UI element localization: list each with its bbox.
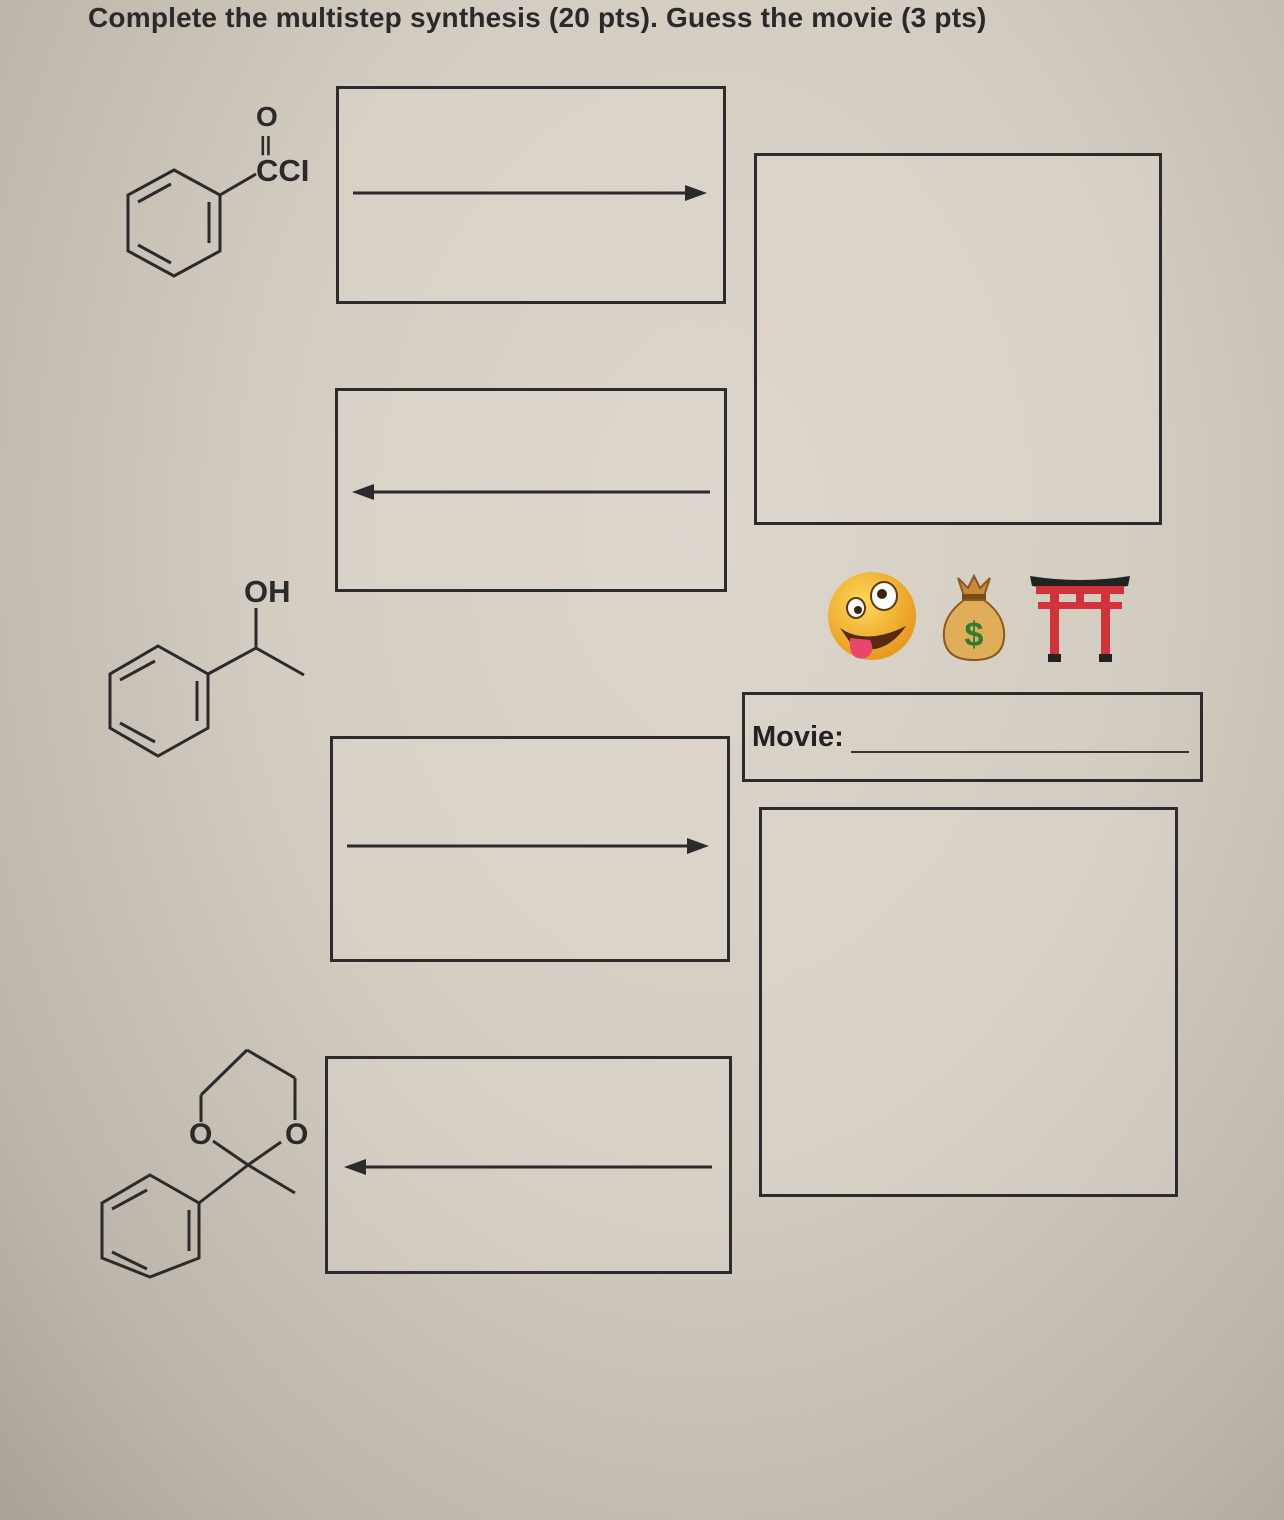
movie-label: Movie:	[752, 721, 844, 753]
left-arrow-icon	[344, 1159, 712, 1175]
carbonyl-oxygen-label: O	[256, 101, 278, 132]
phenylethanol-structure: OH	[108, 574, 305, 758]
left-arrow-icon	[352, 484, 710, 500]
product-box-1[interactable]	[754, 153, 1162, 525]
ring-oxygen-right-label: O	[285, 1118, 308, 1151]
movie-answer-line[interactable]	[851, 751, 1189, 753]
shinto-shrine-icon	[1030, 576, 1130, 662]
reagent-box-step-1[interactable]	[336, 86, 726, 304]
acyl-chloride-label: CCI	[256, 153, 309, 188]
reagent-box-step-4[interactable]	[325, 1056, 732, 1274]
zany-face-icon	[828, 572, 916, 660]
hydroxyl-label: OH	[244, 574, 291, 609]
right-arrow-icon	[347, 838, 709, 854]
benzoyl-chloride-structure: O || CCI	[126, 101, 309, 278]
money-bag-icon: $	[942, 573, 1006, 662]
dioxane-acetal-structure: O O	[100, 1048, 308, 1279]
reagent-box-step-3[interactable]	[330, 736, 730, 962]
ring-oxygen-left-label: O	[189, 1118, 212, 1151]
dollar-sign: $	[965, 616, 984, 654]
product-box-2[interactable]	[759, 807, 1178, 1197]
reagent-box-step-2[interactable]	[335, 388, 727, 592]
double-bond-mark: ||	[260, 134, 271, 156]
movie-answer-box[interactable]: Movie:	[742, 692, 1203, 782]
right-arrow-icon	[353, 185, 707, 201]
worksheet-title: Complete the multistep synthesis (20 pts…	[88, 2, 987, 33]
